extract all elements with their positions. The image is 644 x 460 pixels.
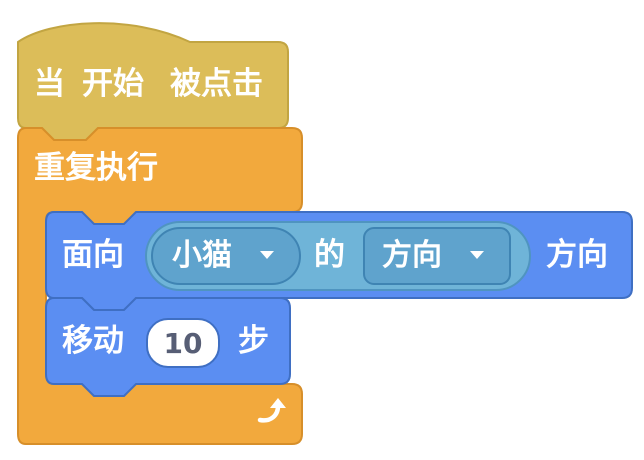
- steps-number-input[interactable]: 10: [146, 318, 220, 368]
- chevron-down-icon[interactable]: [468, 249, 486, 261]
- hat-flag-label: 开始: [82, 66, 144, 102]
- chevron-down-icon[interactable]: [258, 249, 276, 261]
- property-dropdown-value[interactable]: 方向: [382, 238, 442, 273]
- steps-label: 步: [238, 323, 269, 359]
- hat-clicked-label: 被点击: [170, 66, 263, 102]
- sprite-dropdown-value[interactable]: 小猫: [172, 238, 232, 273]
- sprite-dropdown-shape[interactable]: [151, 227, 301, 285]
- hat-when-label: 当: [34, 66, 65, 102]
- loop-arrow-icon: [257, 398, 286, 423]
- steps-value[interactable]: 10: [163, 327, 203, 360]
- point-direction-label: 方向: [546, 237, 608, 273]
- sensing-of-label: 的: [314, 237, 345, 273]
- property-dropdown-shape[interactable]: [363, 227, 511, 285]
- move-label: 移动: [62, 323, 124, 359]
- forever-label: 重复执行: [34, 150, 158, 186]
- point-face-label: 面向: [62, 237, 124, 273]
